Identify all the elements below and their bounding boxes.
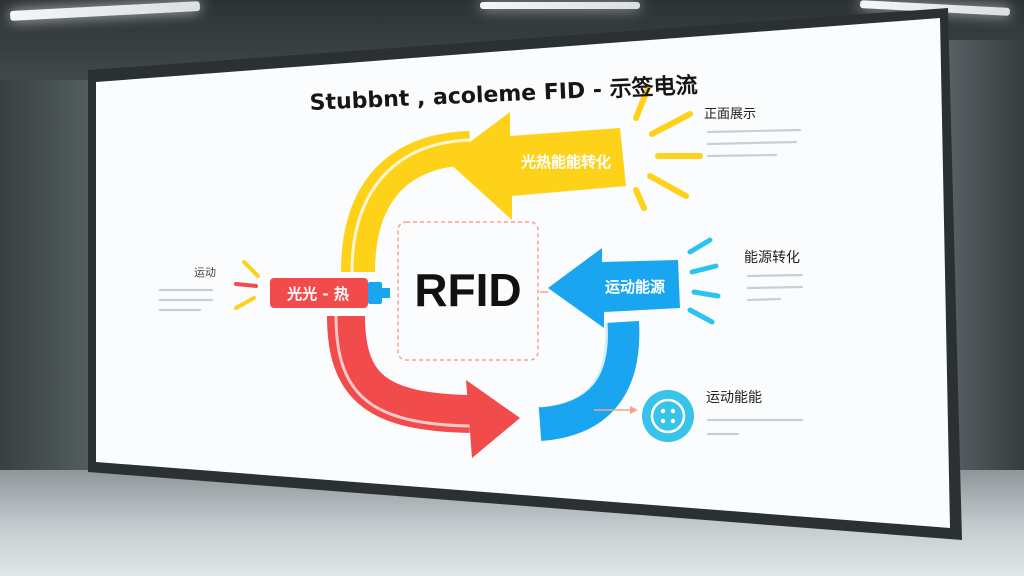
yellow-arc-highlight — [350, 138, 471, 273]
red-bar-connector-tip — [382, 288, 390, 298]
left-red-rays — [234, 282, 258, 288]
top-right-heading: 正面展示 — [704, 107, 756, 122]
red-bar-connector — [368, 282, 382, 304]
connector-arrowhead — [630, 406, 638, 414]
bottom-right-text-lines — [706, 418, 804, 436]
blue-arc-highlight — [539, 321, 608, 408]
left-text-lines — [158, 288, 214, 312]
mid-right-text-lines — [746, 273, 804, 302]
yellow-rays — [633, 85, 703, 211]
left-rays — [234, 260, 260, 310]
red-arc — [327, 315, 471, 433]
button-icon — [642, 390, 694, 442]
billboard-screen — [96, 18, 950, 528]
yellow-arrow — [446, 112, 626, 220]
blue-rays — [687, 237, 721, 325]
blue-arrow-label: 运动能源 — [605, 278, 665, 296]
rfid-box — [397, 221, 539, 361]
mid-right-heading: 能源转化 — [744, 250, 800, 266]
left-heading: 运动 — [194, 266, 216, 279]
bottom-right-heading: 运动能能 — [706, 390, 762, 406]
red-label-bar — [270, 278, 368, 308]
yellow-arc — [341, 131, 471, 273]
red-arc-highlight — [334, 315, 471, 428]
red-bar-label: 光光 - 热 — [286, 285, 349, 303]
yellow-arrow-label: 光热能能转化 — [520, 153, 611, 171]
blue-arc — [538, 320, 640, 441]
blue-arrow — [548, 248, 680, 328]
ceiling-light — [480, 2, 640, 9]
rfid-label: RFID — [414, 264, 521, 316]
top-right-text-lines — [706, 128, 802, 158]
red-arrow-head — [466, 380, 520, 458]
